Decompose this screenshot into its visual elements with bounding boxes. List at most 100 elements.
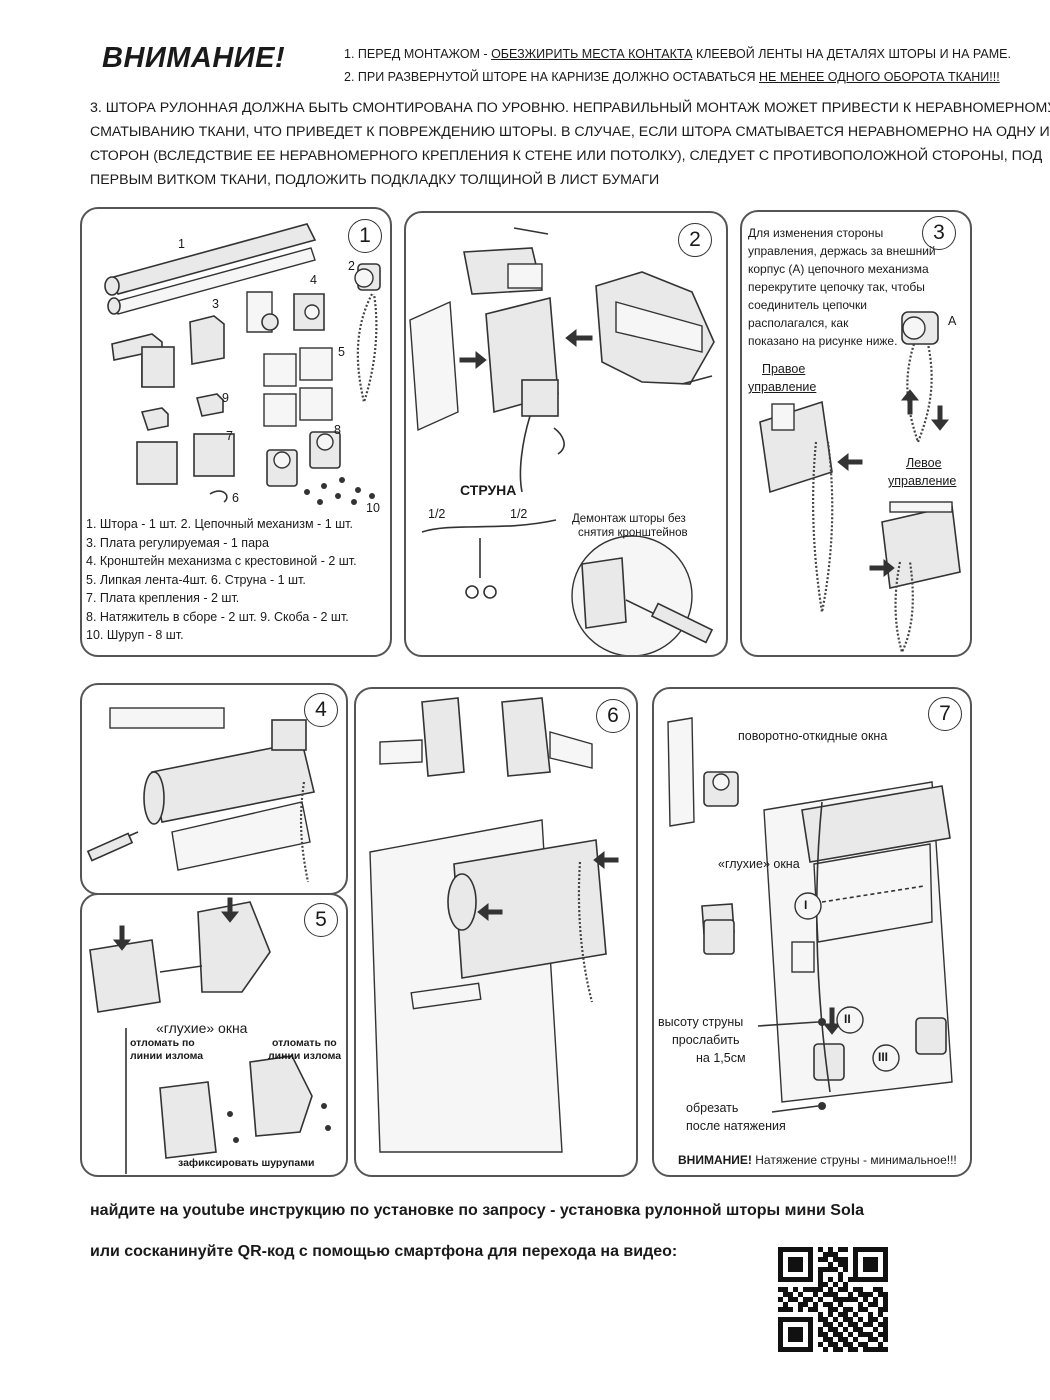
qr-module [883,1247,889,1253]
panel-step-6: 6 [354,687,638,1177]
qr-module [793,1262,799,1268]
qr-module [863,1262,869,1268]
qr-module [873,1267,879,1273]
qr-module [798,1347,804,1353]
qr-module [818,1317,824,1323]
qr-module [808,1252,814,1258]
qr-module [873,1302,879,1308]
parts-list-item: 7. Плата крепления - 2 шт. [86,591,240,605]
qr-module [783,1307,789,1313]
qr-module [833,1317,839,1323]
qr-module [828,1287,834,1293]
qr-module [833,1347,839,1353]
slack-label: прослабить [672,1033,740,1047]
right-control-label: Правое [762,362,806,376]
qr-module [833,1267,839,1273]
qr-code[interactable] [778,1247,889,1353]
qr-module [788,1257,794,1263]
dismount-note-line: Демонтаж шторы без [572,513,686,525]
qr-module [828,1337,834,1343]
qr-module [853,1312,859,1318]
dismount-note-line: снятия кронштейнов [578,527,688,539]
half-right-label: 1/2 [510,507,528,521]
tension-warning-bold: ВНИМАНИЕ! [678,1153,752,1167]
control-side-instruction: Для изменения стороны [748,226,884,240]
qr-module [828,1277,834,1283]
qr-module [833,1342,839,1348]
qr-module [848,1347,854,1353]
qr-module [778,1347,784,1353]
left-control-label: управление [888,474,957,488]
qr-module [863,1332,869,1338]
qr-module [868,1277,874,1283]
qr-module [838,1262,844,1268]
qr-module [778,1337,784,1343]
note-level-mounting: 3. ШТОРА РУЛОННАЯ ДОЛЖНА БЫТЬ СМОНТИРОВА… [90,96,1050,192]
qr-module [873,1287,879,1293]
qr-module [808,1347,814,1353]
note3-line: 3. ШТОРА РУЛОННАЯ ДОЛЖНА БЫТЬ СМОНТИРОВА… [90,100,1050,116]
note2-underlined: НЕ МЕНЕЕ ОДНОГО ОБОРОТА ТКАНИ!!! [759,70,1000,84]
qr-module [778,1257,784,1263]
blind-windows-label: «глухие» окна [718,857,800,871]
break-line-right: отломать по [272,1037,337,1049]
qr-module [788,1347,794,1353]
qr-module [778,1307,784,1313]
qr-module [798,1262,804,1268]
qr-module [843,1297,849,1303]
qr-module [848,1307,854,1313]
panel-step-7: 7 поворотно-откидные окна «глухие» окна … [652,687,972,1177]
qr-module [808,1297,814,1303]
qr-module [823,1267,829,1273]
qr-module [863,1267,869,1273]
string-label: СТРУНА [460,482,517,498]
qr-module [818,1332,824,1338]
callout-4: 4 [310,273,317,287]
qr-module [853,1267,859,1273]
qr-module [783,1277,789,1283]
qr-module [793,1277,799,1283]
qr-module [868,1312,874,1318]
qr-module [813,1287,819,1293]
qr-module [883,1337,889,1343]
qr-module [858,1307,864,1313]
qr-module [838,1287,844,1293]
qr-module [853,1322,859,1328]
callout-1: 1 [178,237,185,251]
qr-module [868,1302,874,1308]
qr-module [803,1317,809,1323]
qr-module [853,1247,859,1253]
qr-module [873,1347,879,1353]
qr-module [783,1317,789,1323]
youtube-instruction-text: найдите на youtube инструкцию по установ… [90,1202,831,1219]
qr-module [858,1342,864,1348]
callout-3: 3 [212,297,219,311]
qr-module [778,1327,784,1333]
qr-module [883,1257,889,1263]
qr-module [788,1332,794,1338]
qr-module [823,1317,829,1323]
qr-module [828,1322,834,1328]
qr-module [853,1262,859,1268]
qr-module [798,1302,804,1308]
parts-list: 1. Штора - 1 шт. 2. Цепочный механизм - … [86,515,357,645]
qr-module [868,1322,874,1328]
qr-module [863,1247,869,1253]
note3-line: СТОРОН (ВСЛЕДСТВИЕ ЕЕ НЕРАВНОМЕРНОГО КРЕ… [90,148,1043,164]
qr-module [783,1287,789,1293]
control-side-instruction: соединитель цепочки [748,298,868,312]
qr-module [883,1297,889,1303]
qr-module [848,1317,854,1323]
qr-module [813,1292,819,1298]
qr-module [843,1262,849,1268]
qr-module [803,1277,809,1283]
qr-module [863,1277,869,1283]
qr-module [823,1257,829,1263]
qr-module [783,1292,789,1298]
qr-module [808,1327,814,1333]
roman-step-iii: III [878,1050,889,1064]
qr-module [778,1317,784,1323]
parts-list-item: 1. Штора - 1 шт. 2. Цепочный механизм - … [86,517,353,531]
qr-module [873,1337,879,1343]
qr-module [793,1257,799,1263]
